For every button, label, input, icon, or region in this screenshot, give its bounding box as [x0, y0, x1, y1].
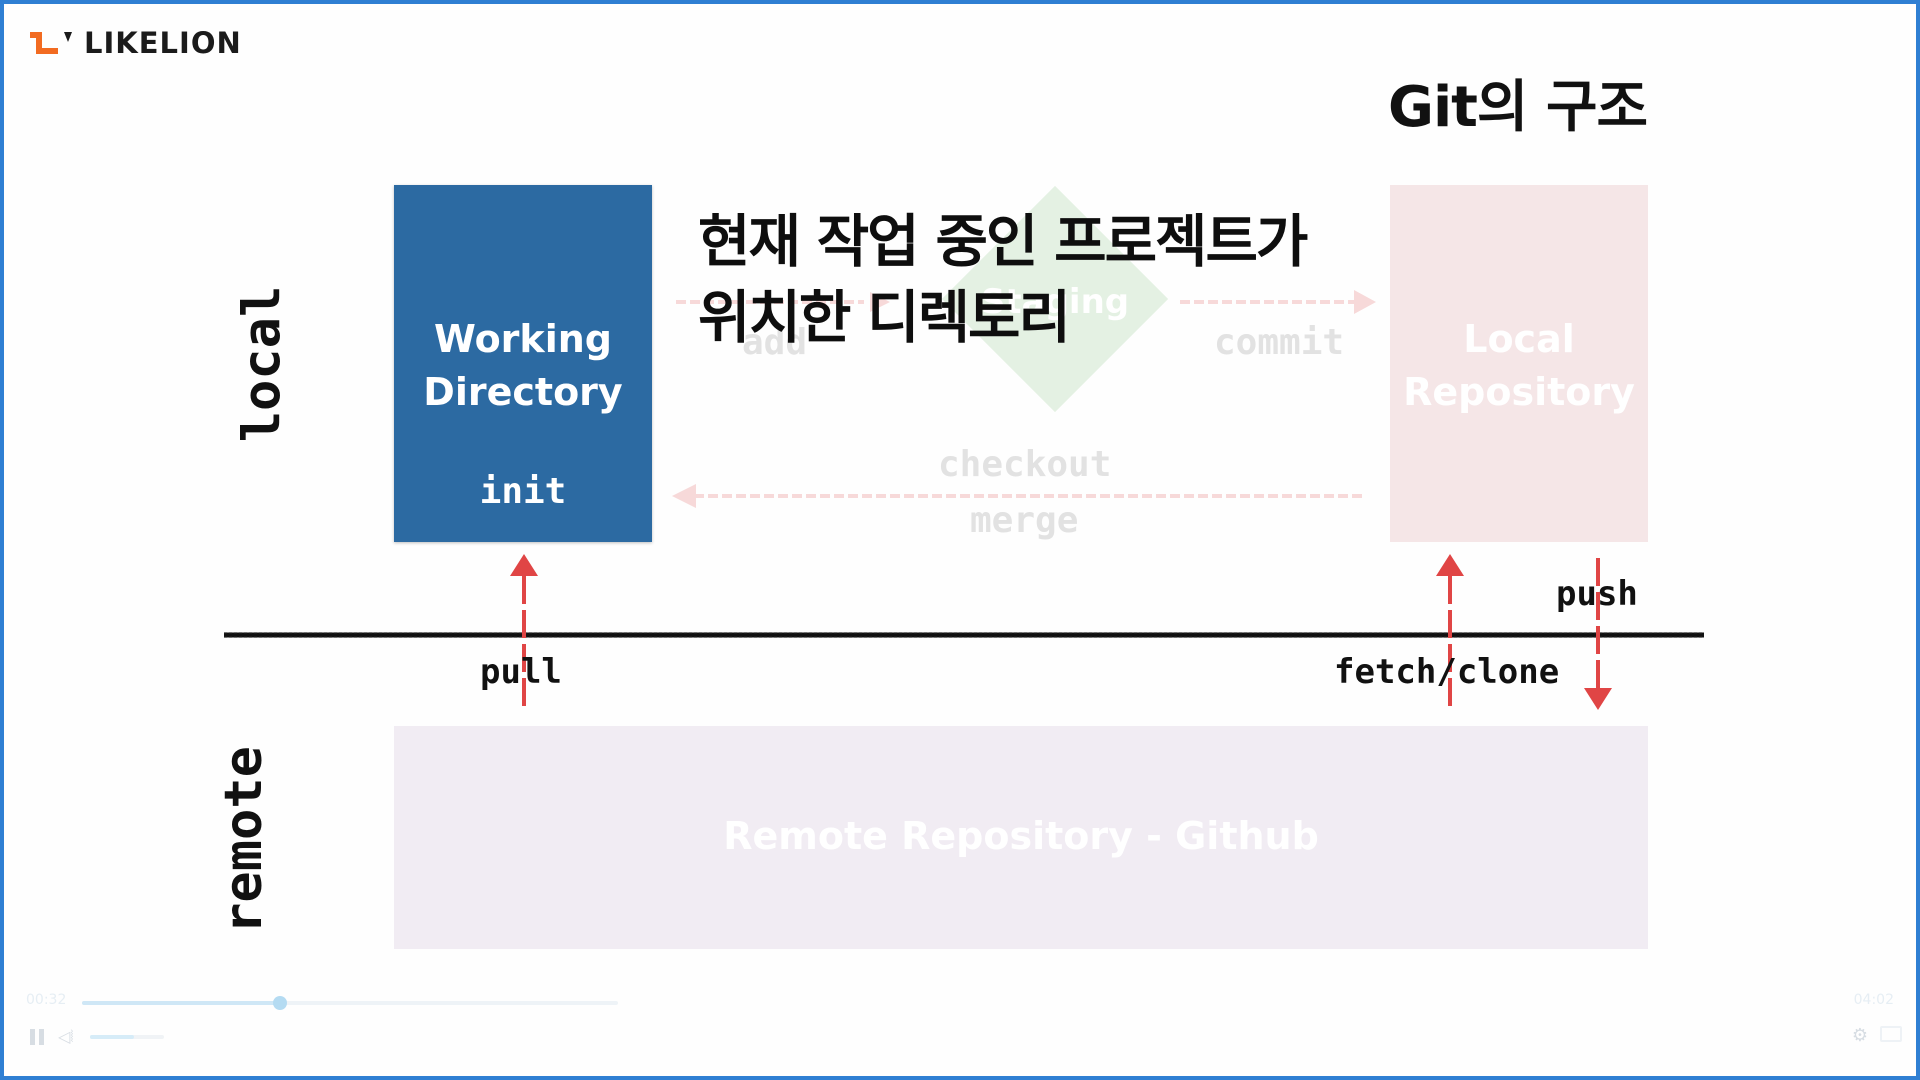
working-directory-line2: Directory [423, 370, 623, 414]
caption-overlay: 현재 작업 중인 프로젝트가 위치한 디렉토리 [698, 204, 1308, 356]
working-directory-line1: Working [434, 317, 612, 361]
progress-handle[interactable] [273, 996, 288, 1010]
add-command: add [742, 322, 808, 363]
current-time: 00:32 [26, 992, 67, 1008]
fetch-clone-command: fetch/clone [1334, 652, 1560, 692]
local-remote-divider-texture [224, 632, 1704, 638]
local-repository-line1: Local [1463, 317, 1575, 361]
total-time: 04:02 [1853, 992, 1894, 1008]
commit-arrow-head [1354, 290, 1376, 314]
diagram-arrows [224, 290, 1704, 710]
volume-slider[interactable] [90, 1035, 164, 1039]
video-player-controls: 00:32 04:02 ◁⦚ ⚙ [4, 980, 1916, 1076]
pull-command: pull [480, 652, 562, 692]
staging-area-diamond: Staging [941, 185, 1169, 413]
slide-title: Git의 구조 [1388, 75, 1648, 140]
local-repository-line2: Repository [1403, 370, 1635, 414]
progress-fill [82, 1001, 281, 1005]
push-command: push [1556, 574, 1638, 614]
brand-name: LIKELION [84, 26, 242, 60]
fullscreen-icon[interactable] [1880, 1026, 1902, 1042]
local-repository-box: Local Repository [1390, 185, 1648, 542]
caption-line2: 위치한 디렉토리 [698, 285, 1071, 351]
volume-fill [90, 1035, 135, 1039]
merge-command: merge [970, 500, 1079, 541]
remote-repository-box: Remote Repository - Github [394, 726, 1648, 949]
checkout-command: checkout [938, 444, 1112, 485]
push-arrow-head [1584, 688, 1612, 710]
working-directory-box: Working Directory init [394, 185, 652, 542]
pull-arrow-head [510, 554, 538, 576]
fetch-arrow-head [1436, 554, 1464, 576]
checkout-arrow-head [672, 484, 696, 508]
commit-command: commit [1214, 322, 1345, 363]
volume-icon[interactable]: ◁⦚ [58, 1027, 74, 1046]
staging-label: Staging [980, 282, 1130, 322]
likelion-logo-icon [30, 32, 72, 54]
progress-bar[interactable] [82, 996, 618, 1010]
gear-icon[interactable]: ⚙ [1851, 1025, 1868, 1046]
remote-repository-label: Remote Repository - Github [723, 814, 1319, 858]
likelion-logo: LIKELION [28, 26, 242, 60]
add-arrow-head [870, 292, 890, 312]
pause-icon[interactable] [28, 1028, 46, 1046]
caption-line1: 현재 작업 중인 프로젝트가 [698, 209, 1308, 275]
init-command: init [479, 471, 567, 512]
